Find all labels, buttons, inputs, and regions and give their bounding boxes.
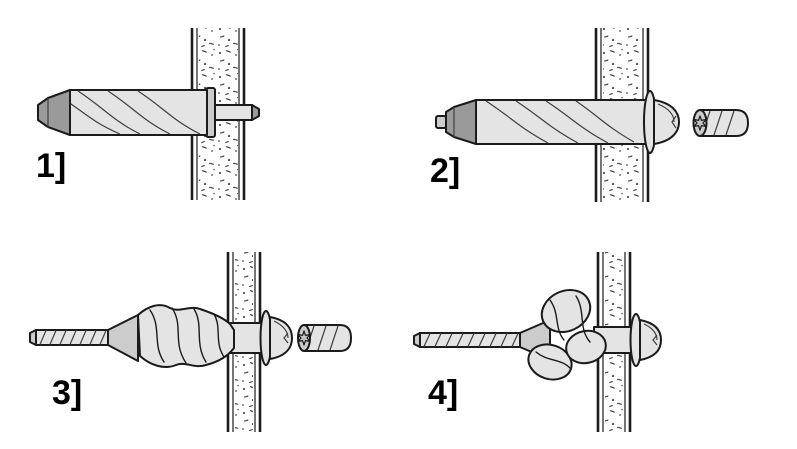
step-2-panel: 2] — [430, 28, 749, 202]
anchor-through-wall — [229, 322, 265, 354]
screw-tip-chamfer — [413, 332, 421, 348]
screw-thread-hatching — [423, 333, 519, 347]
anchor-assembly — [29, 304, 293, 368]
torx-bit-body — [303, 324, 352, 352]
bit-hatch-3 — [725, 110, 735, 136]
torx-bit — [692, 109, 749, 137]
screw-tip-chamfer — [29, 329, 37, 346]
screw-head-dome — [653, 99, 680, 145]
anchor-nose-tip — [445, 99, 477, 145]
screw-head-dome — [269, 316, 293, 360]
screw-head-highlight — [643, 323, 658, 341]
anchor-body-collapsing — [137, 304, 235, 368]
body-twist-lines — [149, 307, 225, 364]
torx-bit — [297, 324, 352, 352]
screw-shank-protruding — [35, 329, 109, 346]
screw-shank-protruding — [419, 332, 521, 348]
anchor-shaft-tip — [251, 104, 260, 121]
anchor-assembly — [413, 289, 662, 381]
screw-thread-hatching — [39, 330, 107, 345]
torx-bit-body — [699, 109, 749, 137]
bit-hatch-3 — [329, 325, 339, 351]
knot-twist-line-2 — [575, 295, 591, 343]
anchor-body — [475, 99, 651, 145]
knot-twist-line-1 — [549, 299, 565, 341]
anchor-knot-collapsed — [527, 289, 607, 381]
anchor-body-spiral-shading — [70, 90, 201, 135]
screw-head-recess — [283, 332, 289, 344]
knot-twist-line-3 — [535, 351, 571, 369]
nose-nub — [435, 115, 447, 129]
anchor-assembly — [37, 87, 260, 138]
screw-head-dome — [639, 319, 662, 361]
screw-head-recess — [671, 115, 677, 129]
anchor-nose-cone — [107, 314, 139, 362]
knot-lobe-right — [565, 329, 607, 365]
screw-head-highlight — [273, 320, 289, 339]
step-4-label: 4] — [428, 374, 458, 412]
screw-head-recess — [652, 334, 658, 346]
step-1-label: 1] — [36, 147, 66, 185]
step-2-label: 2] — [430, 152, 460, 190]
anchor-nose-tip — [37, 89, 71, 136]
anchor-body — [69, 89, 208, 136]
anchor-assembly — [435, 90, 680, 154]
bit-hatch-2 — [713, 110, 723, 136]
step-1-panel: 1] — [36, 28, 260, 200]
step-4-panel: 4] — [413, 252, 662, 432]
step-3-panel: 3] — [29, 252, 352, 432]
anchor-body-spiral-shading — [485, 100, 635, 144]
bit-hatch-2 — [317, 325, 327, 351]
step-3-label: 3] — [52, 374, 82, 412]
knot-lobe-bottom-left — [527, 343, 573, 381]
anchor-front-shaft — [213, 104, 253, 121]
